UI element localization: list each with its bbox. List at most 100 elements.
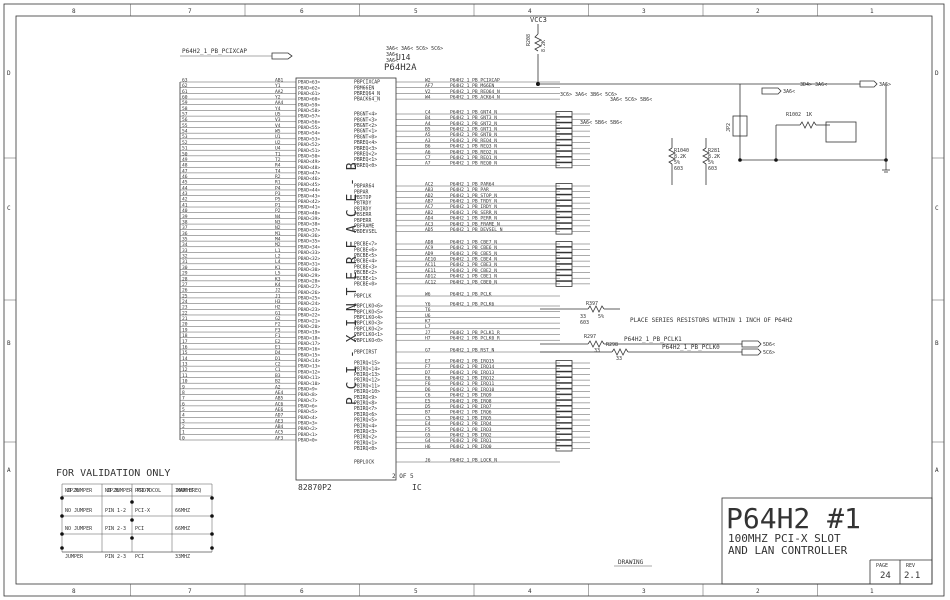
zone-col-top: 1: [870, 8, 874, 15]
bus-net: 23: [182, 305, 188, 311]
right-pin-net: P64H2_1_PB_PCLK0_R: [450, 336, 500, 342]
right-pin-net: P64H2_1_PB_IRQ9: [450, 393, 492, 399]
bus-net: 53: [182, 134, 188, 140]
zone-col-bottom: 4: [528, 588, 532, 595]
svg-text:R298: R298: [606, 342, 618, 348]
right-pin-ball: F7: [425, 364, 431, 370]
right-pin-ball: G5: [425, 433, 431, 439]
bus-ball: P1: [275, 202, 281, 208]
pin-name: PBAD<60>: [298, 97, 320, 103]
right-pin-ball: AD9: [425, 251, 434, 257]
right-pin-ball: AD4: [425, 216, 434, 222]
right-pin-name: PBGNT<3>: [354, 117, 377, 123]
pin-name: PBAD<17>: [298, 341, 320, 347]
right-pin-ball: C6: [425, 393, 431, 399]
bus-ball: AA2: [275, 89, 284, 95]
bus-net: 29: [182, 271, 188, 277]
right-pin-net: P64H2_1_PB_IRQ12: [450, 376, 494, 382]
validation-cell: NO JUMPER: [65, 526, 93, 532]
right-pin-net: P64H2_1_PB_ACK64_N: [450, 95, 500, 101]
series-r297: R297 33 P64H2_1_PB_PCLK1 5D6<: [540, 334, 775, 354]
side-note-3: 3A6< 5B6< 5B6<: [580, 120, 622, 126]
bus-ball: L5: [275, 271, 281, 277]
bus-ball: F1: [275, 333, 281, 339]
right-pin-net: P64H2_1_PB_REQ0_N: [450, 161, 497, 167]
right-pin-name: PBTRDY: [354, 201, 371, 207]
right-pin-name: PBCBE<5>: [354, 253, 377, 259]
rev-number: 2.1: [904, 571, 920, 581]
zone-row-left: A: [7, 467, 11, 474]
bus-ball: E2: [275, 339, 281, 345]
bus-ball: H2: [275, 305, 281, 311]
right-pin-name: PBSTOP: [354, 195, 371, 201]
pin-name: PBAD<36>: [298, 233, 320, 239]
right-pin-name: PBIRQ<2>: [354, 435, 377, 441]
zone-col-top: 5: [414, 8, 418, 15]
zone-col-bottom: 8: [72, 588, 76, 595]
bus-net: 59: [182, 100, 188, 106]
right-pin-name: PBIRQ<3>: [354, 429, 377, 435]
bus-net: 8: [182, 390, 185, 396]
bus-net: 5: [182, 407, 185, 413]
svg-text:603: 603: [708, 166, 717, 172]
right-pin-name: PBREQ<0>: [354, 163, 377, 169]
right-pin-ball: AC11: [425, 262, 436, 268]
right-pin-name: PBPCLKO<6>: [354, 304, 383, 310]
right-pin-ball: Y6: [425, 301, 431, 307]
bus-ball: L4: [275, 259, 281, 265]
pin-name: PBAD<16>: [298, 347, 320, 353]
title-line1: 100MHZ PCI-X SLOT: [728, 532, 841, 545]
pin-name: PBAD<13>: [298, 364, 320, 370]
top-notes-3: 3A6<: [386, 58, 398, 64]
bus-net: 62: [182, 83, 188, 89]
bus-net: 46: [182, 174, 188, 180]
pin-name: PBAD<31>: [298, 261, 320, 267]
right-pin-name: PBPCLKO<5>: [354, 309, 383, 315]
right-pin-name: PBIRQ<12>: [354, 378, 380, 384]
bus-net: 6: [182, 401, 185, 407]
right-pin-name: PBCBE<2>: [354, 270, 377, 276]
svg-text:8.2K: 8.2K: [674, 154, 686, 160]
svg-text:R397: R397: [586, 301, 598, 307]
pin-name: PBAD<58>: [298, 108, 320, 114]
pin-name: PBAD<62>: [298, 85, 320, 91]
bus-ball: R4: [275, 163, 281, 169]
zone-row-left: B: [7, 340, 11, 347]
right-pin-ball: AB7: [425, 199, 434, 205]
bus-net: 61: [182, 89, 188, 95]
r208-ref: R208: [526, 34, 532, 46]
zone-row-right: B: [935, 340, 939, 347]
bus-ball: W5: [275, 129, 281, 135]
title-line2: AND LAN CONTROLLER: [728, 544, 848, 557]
right-pin-name: PBPLOCK: [354, 460, 374, 466]
pin-name: PBAD<21>: [298, 318, 320, 324]
right-pin-net: P64H2_1_PB_IRQ13: [450, 370, 494, 376]
pin-name: PBAD<48>: [298, 165, 320, 171]
inner-frame: [15, 15, 933, 585]
right-pin-ball: D6: [425, 387, 431, 393]
right-pin-net: P64H2_1_PB_PAR64: [450, 181, 494, 187]
pin-name: PBAD<49>: [298, 159, 320, 165]
bus-net: 56: [182, 117, 188, 123]
interface-label: P C I - X I N T E R F A C E - B: [345, 162, 360, 405]
right-pin-net: P64H2_1_PB_PCLK6: [450, 301, 494, 307]
bus-ball: U4: [275, 146, 281, 152]
bus-ball: F2: [275, 322, 281, 328]
bus-net: 12: [182, 367, 188, 373]
bus-net: 18: [182, 333, 188, 339]
pin-name: PBAD<9>: [298, 386, 318, 392]
bus-net: 25: [182, 293, 188, 299]
right-pin-net: P64H2_1_PB_IRQ7: [450, 404, 492, 410]
bus-ball: P2: [275, 208, 281, 214]
svg-text:R281: R281: [708, 148, 720, 154]
bus-ball: AB1: [275, 77, 284, 83]
page-number: 24: [880, 571, 891, 581]
pin-name: PBAD<57>: [298, 114, 320, 120]
right-pin-ball: AD2: [425, 193, 434, 199]
svg-text:R1040: R1040: [674, 148, 689, 154]
validation-header: JP28: [107, 488, 119, 494]
bus-ball: H3: [275, 299, 281, 305]
right-pin-ball: B7: [425, 410, 431, 416]
